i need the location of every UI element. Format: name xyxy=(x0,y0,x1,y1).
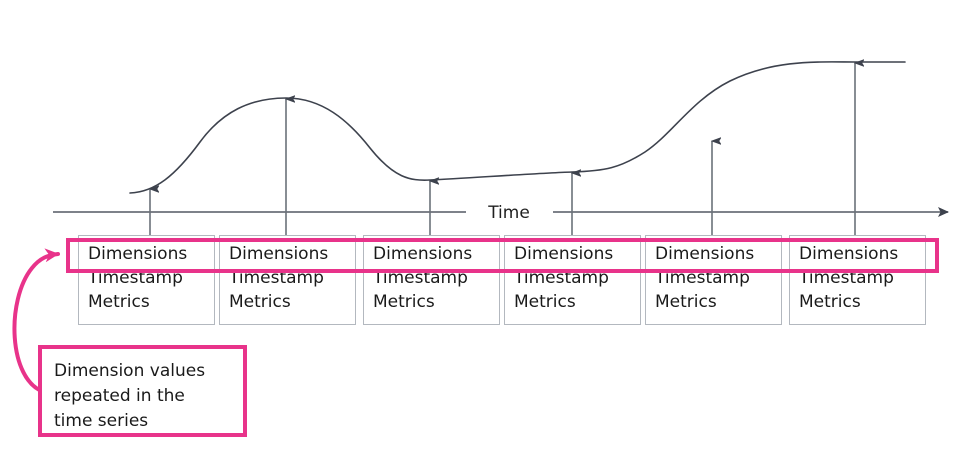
record-dimensions-label: Dimensions xyxy=(799,244,899,264)
record-dimensions-label: Dimensions xyxy=(514,244,614,264)
metric-curve xyxy=(129,61,906,194)
time-axis-label: Time xyxy=(487,203,530,223)
record-metrics-label: Metrics xyxy=(229,292,291,312)
record-dimensions-label: Dimensions xyxy=(88,244,188,264)
record-dimensions-label: Dimensions xyxy=(655,244,755,264)
record-metrics-label: Metrics xyxy=(655,292,717,312)
record-timestamp-label: Timestamp xyxy=(514,268,609,288)
callout-box: Dimension values repeated in the time se… xyxy=(38,345,247,437)
record-box: Dimensions Timestamp Metrics xyxy=(363,235,500,325)
record-box: Dimensions Timestamp Metrics xyxy=(78,235,215,325)
record-timestamp-label: Timestamp xyxy=(799,268,894,288)
callout-connector-arrow xyxy=(12,248,60,394)
record-box: Dimensions Timestamp Metrics xyxy=(645,235,782,325)
record-dimensions-label: Dimensions xyxy=(373,244,473,264)
callout-line-1: Dimension values xyxy=(54,361,206,381)
record-timestamp-label: Timestamp xyxy=(229,268,324,288)
record-timestamp-label: Timestamp xyxy=(655,268,750,288)
record-metrics-label: Metrics xyxy=(88,292,150,312)
record-metrics-label: Metrics xyxy=(373,292,435,312)
callout-line-2: repeated in the xyxy=(54,386,185,406)
record-box: Dimensions Timestamp Metrics xyxy=(219,235,356,325)
record-dimensions-label: Dimensions xyxy=(229,244,329,264)
record-box: Dimensions Timestamp Metrics xyxy=(504,235,641,325)
record-timestamp-label: Timestamp xyxy=(373,268,468,288)
record-timestamp-label: Timestamp xyxy=(88,268,183,288)
record-metrics-label: Metrics xyxy=(514,292,576,312)
record-box: Dimensions Timestamp Metrics xyxy=(789,235,926,325)
callout-line-3: time series xyxy=(54,411,149,431)
record-metrics-label: Metrics xyxy=(799,292,861,312)
